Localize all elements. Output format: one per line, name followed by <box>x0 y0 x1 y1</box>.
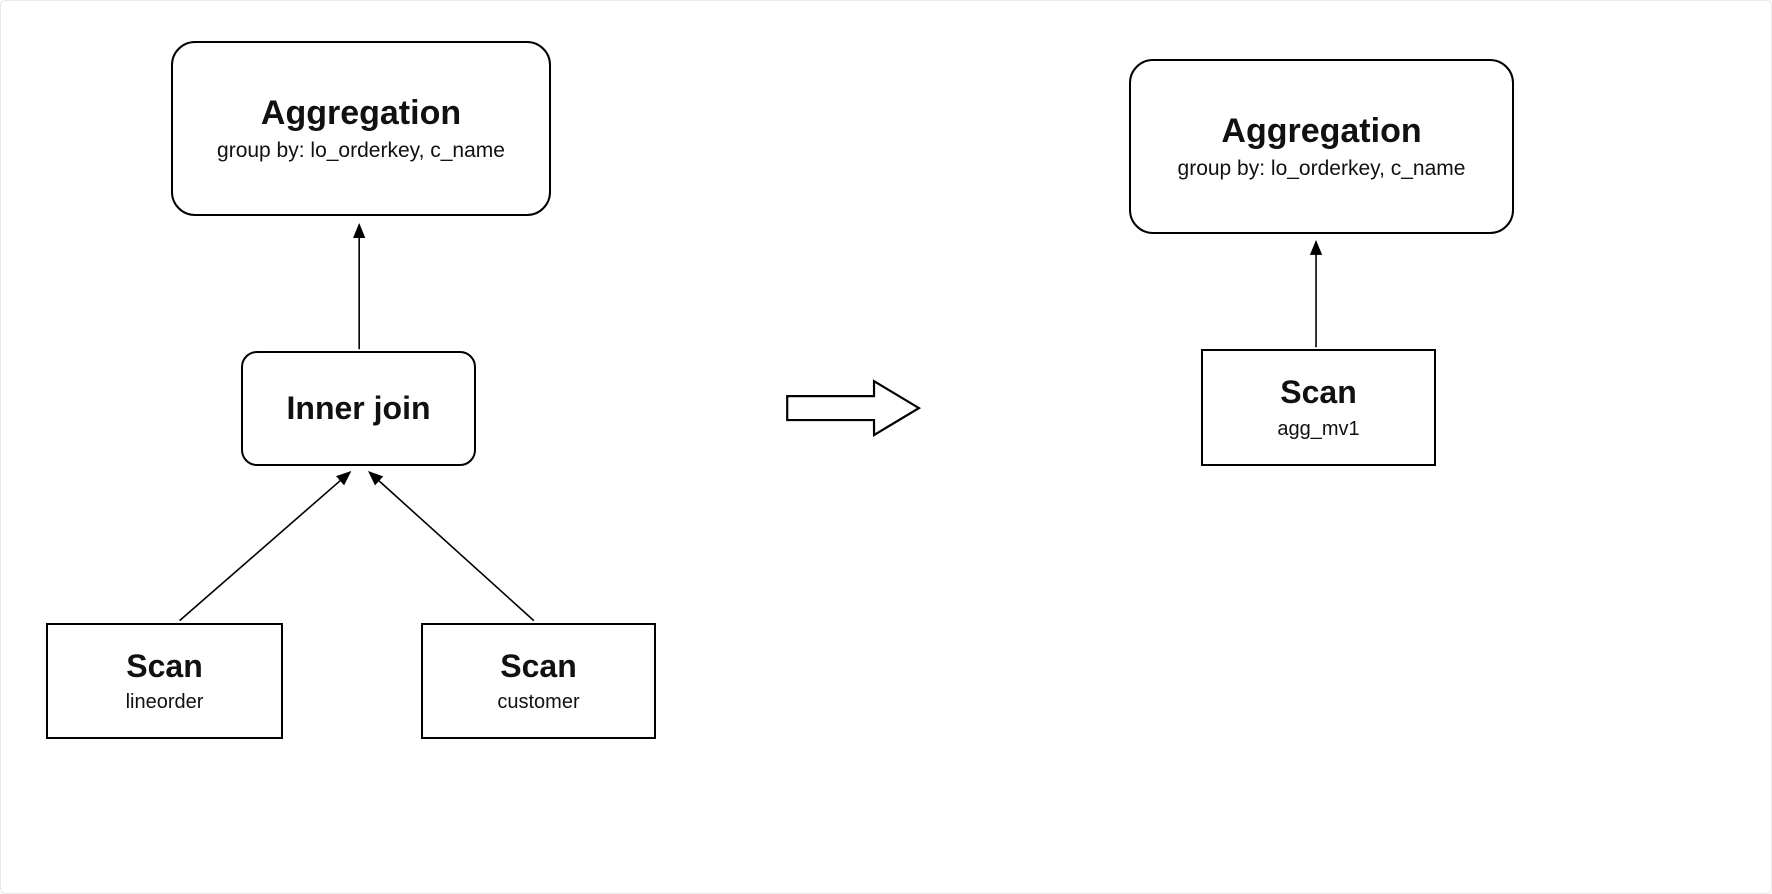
node-scan-customer: Scan customer <box>421 623 656 739</box>
node-subtitle: customer <box>497 691 580 714</box>
node-aggregation-before: Aggregation group by: lo_orderkey, c_nam… <box>171 41 551 216</box>
rewrite-transform-arrow-icon <box>786 379 922 437</box>
node-subtitle: group by: lo_orderkey, c_name <box>217 139 505 163</box>
node-title: Scan <box>500 647 577 684</box>
node-subtitle: lineorder <box>125 691 204 714</box>
node-subtitle: agg_mv1 <box>1277 417 1360 440</box>
node-subtitle: group by: lo_orderkey, c_name <box>1177 157 1466 181</box>
edge-scanlineorder-to-innerjoin <box>179 470 352 622</box>
node-inner-join: Inner join <box>241 351 476 466</box>
node-title: Inner join <box>286 389 431 426</box>
node-scan-lineorder: Scan lineorder <box>46 623 283 739</box>
node-title: Aggregation <box>1221 111 1422 150</box>
node-scan-agg-mv1: Scan agg_mv1 <box>1201 349 1436 466</box>
node-title: Scan <box>1280 374 1357 411</box>
edge-scancustomer-to-innerjoin <box>368 470 535 622</box>
node-aggregation-after: Aggregation group by: lo_orderkey, c_nam… <box>1129 59 1514 234</box>
node-title: Aggregation <box>260 93 462 132</box>
node-title: Scan <box>126 647 203 684</box>
